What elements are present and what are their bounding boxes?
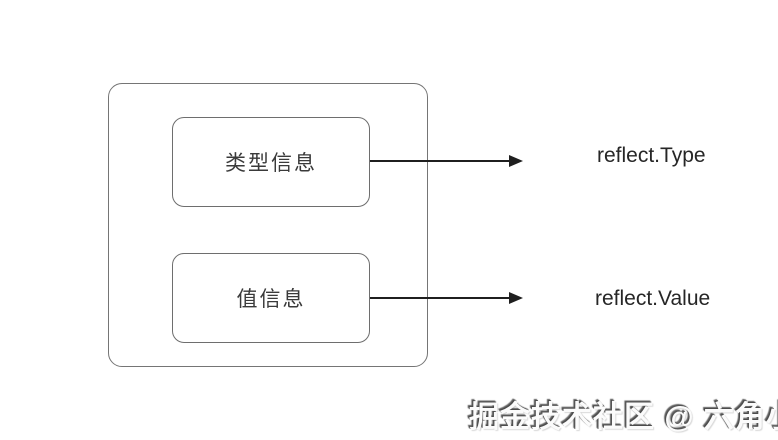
arrow-line-to-reflect-value [370, 297, 511, 299]
type-info-node: 类型信息 [172, 117, 370, 207]
reflect-value-label: reflect.Value [595, 287, 711, 310]
arrow-line-to-reflect-type [370, 160, 511, 162]
arrowhead-icon-reflect-type [509, 155, 523, 167]
arrowhead-icon-reflect-value [509, 292, 523, 304]
watermark-text: 掘金技术社区 @ 六角小研 [469, 401, 778, 434]
reflect-type-label: reflect.Type [597, 144, 706, 167]
value-info-node: 值信息 [172, 253, 370, 343]
value-info-label: 值信息 [236, 288, 306, 311]
type-info-label: 类型信息 [225, 152, 317, 175]
